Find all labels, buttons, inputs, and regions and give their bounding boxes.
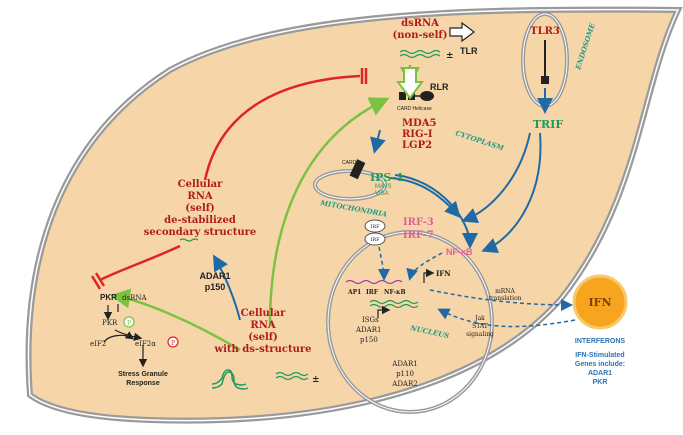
ds-rna-plusminus: ± (312, 375, 320, 385)
dsrna-nonself-label: dsRNA (401, 18, 439, 29)
mrna-label-1: mRNA (495, 288, 515, 295)
ifn-label: IFN (588, 296, 611, 309)
irf-promoter-label: IRF (366, 289, 379, 296)
trif-label: TRIF (533, 118, 563, 131)
dsrna-nonself-wave (399, 49, 441, 59)
mavs-label: MAVS (375, 184, 392, 190)
pkr-p-label: PKR (102, 319, 118, 327)
isg-label-3: ADAR1 (588, 370, 612, 377)
tlr3-label: TLR3 (530, 26, 560, 37)
cell-rna-label-1: Cellular (178, 179, 223, 190)
arrow-rna-to-pkr (110, 288, 241, 352)
isg-label-2: Genes include: (575, 361, 625, 368)
mrna-label-2: translation (488, 295, 521, 302)
ifn-gene-label: IFN (436, 269, 451, 278)
stress-label-1: Stress Granule (118, 371, 168, 378)
irf3-label: IRF-3 (403, 217, 434, 228)
eif2a-phospho-label: P (171, 340, 175, 347)
cell-membrane-inner (27, 8, 680, 422)
rlr-label: RLR (430, 82, 449, 92)
rlr-hollow-arrow (396, 67, 424, 100)
jak-label: Jak (474, 315, 485, 322)
cell-rna-label-2: RNA (187, 191, 212, 202)
adar1-p150-label-1: ADAR1 (199, 271, 230, 281)
nfkb-label: NF-κB (446, 247, 473, 257)
tlr-label: TLR (460, 46, 478, 56)
irf-bubble-a (364, 219, 386, 233)
inhibit-bar-pkr-2 (90, 275, 102, 290)
visa-label: VISA (375, 191, 389, 197)
arrow-ifn-gene (423, 268, 435, 283)
adar1-p150-label-2: p150 (205, 282, 226, 292)
arrow-trif-to-irf3 (461, 132, 531, 223)
mitochondria-membrane-inner (314, 170, 386, 200)
stat-label-2: signaling (466, 331, 494, 338)
dsrna-plusminus: ± (446, 51, 454, 61)
arrow-mrna-translation (429, 289, 573, 311)
ds-rna-label-4: with ds-structure (214, 344, 312, 355)
tlr-hollow-arrow (449, 21, 475, 43)
isg-label-1: IFN-Stimulated (575, 352, 624, 359)
p150-nuc-label: p150 (360, 336, 378, 344)
arrow-rna-to-rlr (268, 97, 390, 326)
adar1-nuc-label: ADAR1 (355, 326, 381, 334)
irf-bubble-b (364, 232, 386, 246)
arrow-trif-to-nfkb (481, 132, 542, 253)
ips1-label: IPS-1 (370, 171, 404, 184)
pkr-label: PKR (100, 293, 117, 302)
pkr-phospho-label: P (127, 320, 131, 327)
arrow-isgs-gene (377, 305, 391, 318)
cell-rna-label-3: (self) (185, 203, 215, 214)
adar1-b-label: ADAR1 (391, 360, 417, 368)
pkr-phospho-circle (123, 316, 135, 328)
adar2-label: ADAR2 (391, 380, 417, 388)
arrow-eif2-to-eif2a (103, 331, 134, 343)
lgp2-label: LGP2 (402, 140, 432, 151)
destab-label-2: secondary structure (144, 227, 256, 238)
ds-rna-label-2: RNA (250, 320, 275, 331)
isgs-label: ISGs (362, 316, 379, 324)
eif2-label: eIF2 (90, 340, 106, 348)
destab-label-1: de-stabilized (164, 215, 236, 226)
irf-bubble-a-label: IRF (370, 224, 380, 230)
stat-label-1: STAT (472, 323, 488, 330)
card-domain (349, 159, 366, 180)
arrow-jak-stat (437, 308, 576, 328)
irf-bubble-b-label: IRF (370, 237, 380, 243)
ap1-label: AP1 (347, 289, 361, 296)
nucleus-envelope-inner (327, 231, 493, 413)
dsrna-pkr-label: dsRNA (122, 294, 147, 302)
nfkb-promoter-label: NF-κB (384, 289, 406, 296)
ds-rna-wave-bottom (275, 371, 309, 381)
inhibit-rna-to-pkr (99, 244, 181, 282)
ds-rna-label-3: (self) (248, 332, 278, 343)
arrow-rna-to-adar1 (212, 254, 241, 321)
mda5-label: MDA5 (402, 118, 437, 129)
isg-label-4: PKR (593, 379, 608, 386)
tlr3-receptor-base (541, 76, 549, 84)
inhibit-rna-to-rlr (203, 74, 361, 181)
interferons-label: INTERFERONS (575, 338, 626, 345)
stress-label-2: Response (126, 380, 160, 387)
eif2a-phospho-circle (167, 336, 179, 348)
ifn-ball (572, 274, 628, 330)
destabilized-rna-wave (179, 238, 199, 242)
p110-label: p110 (396, 370, 414, 378)
dsrna-nonself-label-2: (non-self) (393, 30, 448, 41)
nucleus-dna-wave (369, 299, 419, 309)
inhibit-bar-pkr (94, 272, 106, 287)
rig1-label: RIG-I (402, 129, 433, 140)
irf7-label: IRF-7 (403, 230, 434, 241)
arrow-helicase-to-ips1 (370, 129, 386, 154)
hairpin-rna-icon (211, 369, 249, 390)
eif2a-label: eIF2α (135, 340, 156, 348)
promoter-wave (345, 279, 403, 285)
card-helicase-label: CARD Helicase (397, 106, 432, 112)
card-label: CARD (342, 160, 357, 166)
ds-rna-label-1: Cellular (241, 308, 286, 319)
arrow-ips1-to-irf3 (389, 177, 461, 218)
arrow-ips1-to-nfkb (394, 174, 478, 249)
